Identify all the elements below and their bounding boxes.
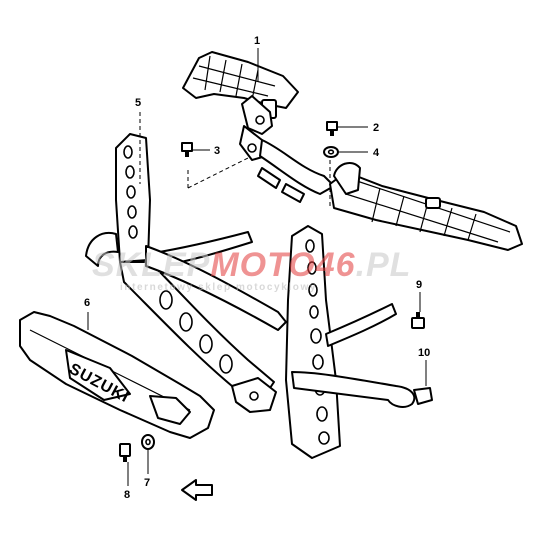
- bolt-part-8: [119, 443, 131, 462]
- callout-3-left: 3: [214, 145, 220, 157]
- callout-1: 1: [254, 35, 260, 47]
- svg-text:SKLEPMOTO46.PL: SKLEPMOTO46.PL: [92, 246, 411, 284]
- nut-part-4: [323, 146, 339, 158]
- bolt-part-9: [411, 312, 425, 329]
- watermark: SKLEPMOTO46.PL internetowy sklep motocyk…: [92, 246, 411, 293]
- callout-5: 5: [135, 97, 141, 109]
- washer-part-7: [141, 434, 155, 450]
- callout-7: 7: [144, 477, 150, 489]
- watermark-brand-grey: SKLEP: [92, 246, 210, 284]
- skid-plate: SUZUKI: [19, 311, 215, 439]
- callout-9: 9: [416, 279, 422, 291]
- callout-2: 2: [373, 122, 379, 134]
- bolt-part-2: [326, 121, 338, 136]
- bolt-part-3: [181, 142, 193, 157]
- front-arrow-icon: [181, 479, 213, 501]
- cap-nut-part-10: [413, 387, 433, 405]
- leader-lines: [87, 48, 427, 486]
- footrest-assembly: [182, 51, 523, 251]
- watermark-tagline: internetowy sklep motocyklowy: [120, 282, 317, 293]
- watermark-brand-tail: .PL: [356, 246, 412, 284]
- guard-frame: [85, 133, 416, 459]
- callout-numbers: 1 2 3 4 5 6 7 8 9 10: [84, 35, 430, 501]
- callout-10: 10: [418, 347, 430, 359]
- callout-8: 8: [124, 489, 130, 501]
- watermark-brand-red: MOTO: [210, 246, 315, 284]
- callout-6: 6: [84, 297, 90, 309]
- callout-4: 4: [373, 147, 380, 159]
- watermark-brand-red-2: 46: [315, 246, 356, 284]
